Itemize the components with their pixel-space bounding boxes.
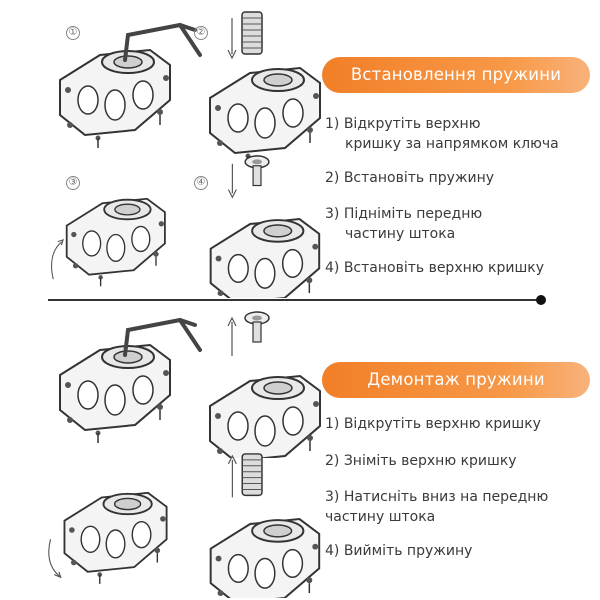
step-number-3: ③: [66, 176, 80, 190]
divider-end-dot: [536, 295, 546, 305]
install-step-1: 1) Відкрутіть верхню кришку за напрямком…: [325, 116, 559, 152]
illustration-install-cap: [190, 150, 330, 298]
step-number-2: ②: [194, 26, 208, 40]
install-step-2: 2) Встановіть пружину: [325, 170, 495, 186]
install-step-3: 3) Підніміть передню частину штока: [325, 206, 483, 242]
illustration-install-lift: [40, 172, 205, 297]
remove-step-3: 3) Натисніть вниз на передню частину што…: [325, 489, 549, 525]
remove-step-4: 4) Вийміть пружину: [325, 543, 473, 559]
illustration-remove-press: [40, 465, 205, 595]
illustration-remove-cap: [190, 308, 330, 458]
install-title: Встановлення пружини: [322, 57, 590, 93]
step-number-4: ④: [194, 176, 208, 190]
remove-panel: Демонтаж пружини 1) Відкрутіть верхню кр…: [0, 300, 600, 600]
illustration-remove-spring: [190, 450, 330, 598]
remove-step-2: 2) Зніміть верхню кришку: [325, 453, 517, 469]
illustration-install-unscrew: [40, 20, 205, 160]
step-number-1: ①: [66, 26, 80, 40]
remove-title: Демонтаж пружини: [322, 362, 590, 398]
section-divider: [48, 299, 540, 301]
illustration-remove-unscrew: [40, 315, 205, 455]
install-step-4: 4) Встановіть верхню кришку: [325, 260, 544, 276]
remove-step-1: 1) Відкрутіть верхню кришку: [325, 416, 541, 432]
illustration-install-spring: [190, 8, 330, 158]
install-panel: ① ② ③ ④ Встановлення пружини 1) Відкр: [40, 8, 590, 298]
